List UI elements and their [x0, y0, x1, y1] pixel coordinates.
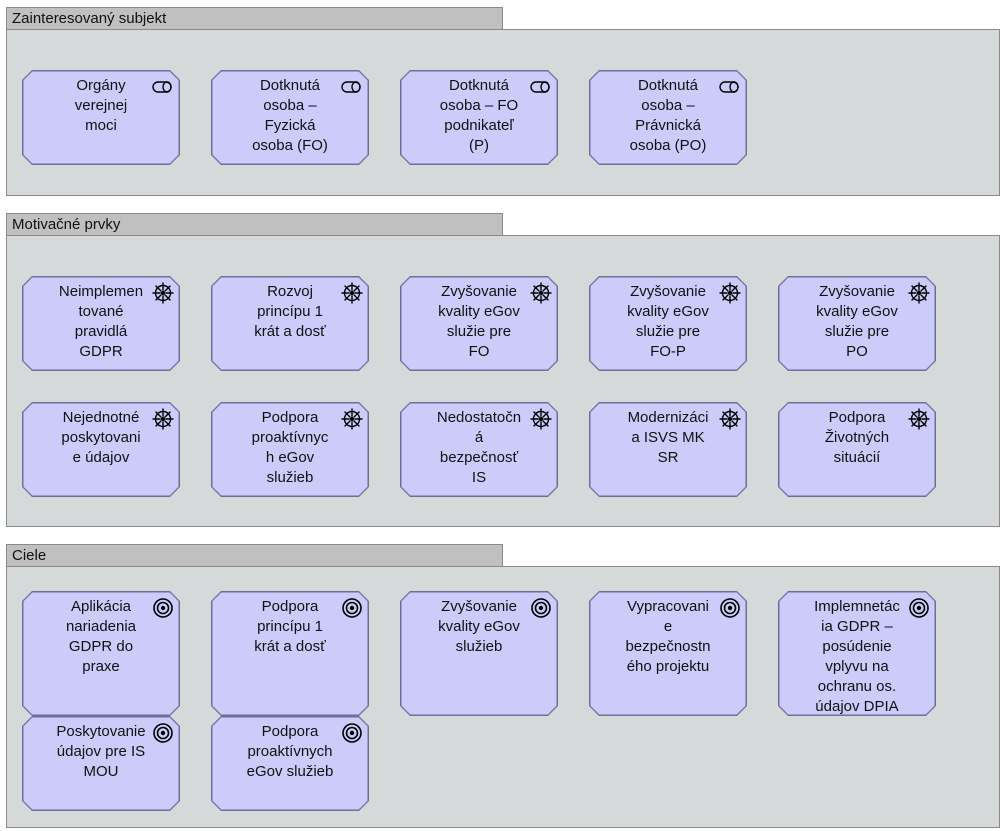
element-label: Zvyšovanie kvality eGov služie pre PO — [816, 283, 898, 360]
driver-element[interactable]: Rozvoj princípu 1 krát a dosť — [211, 276, 369, 371]
driver-icon — [152, 408, 174, 430]
goal-icon — [341, 597, 363, 619]
role-element[interactable]: Dotknutá osoba – FO podnikateľ (P) — [400, 70, 558, 165]
element-label: Podpora proaktívnych eGov služieb — [246, 723, 334, 780]
driver-icon — [908, 282, 930, 304]
role-icon — [530, 76, 552, 98]
element-label: Orgány verejnej moci — [74, 77, 128, 134]
element-label: Nejednotné poskytovani e údajov — [61, 409, 141, 466]
driver-element[interactable]: Modernizáci a ISVS MK SR — [589, 402, 747, 497]
goal-element[interactable]: Vypracovani e bezpečnostn ého projektu — [589, 591, 747, 716]
element-label: Rozvoj princípu 1 krát a dosť — [254, 283, 326, 340]
goal-icon — [530, 597, 552, 619]
element-label: Nedostatočn á bezpečnosť IS — [436, 409, 522, 486]
driver-icon — [530, 282, 552, 304]
driver-element[interactable]: Podpora Životných situácií — [778, 402, 936, 497]
element-label: Implemnetác ia GDPR – posúdenie vplyvu n… — [814, 598, 900, 715]
element-label: Neimplemen tované pravidlá GDPR — [58, 283, 144, 360]
driver-icon — [908, 408, 930, 430]
goal-element[interactable]: Implemnetác ia GDPR – posúdenie vplyvu n… — [778, 591, 936, 716]
driver-icon — [719, 282, 741, 304]
driver-element[interactable]: Podpora proaktívnyc h eGov služieb — [211, 402, 369, 497]
goal-element[interactable]: Podpora princípu 1 krát a dosť — [211, 591, 369, 716]
driver-element[interactable]: Zvyšovanie kvality eGov služie pre FO-P — [589, 276, 747, 371]
driver-icon — [341, 282, 363, 304]
driver-element[interactable]: Nejednotné poskytovani e údajov — [22, 402, 180, 497]
driver-element[interactable]: Zvyšovanie kvality eGov služie pre PO — [778, 276, 936, 371]
goal-icon — [152, 597, 174, 619]
group-title-ciele: Ciele — [6, 544, 503, 566]
goal-element[interactable]: Podpora proaktívnych eGov služieb — [211, 716, 369, 811]
driver-icon — [341, 408, 363, 430]
goal-element[interactable]: Aplikácia nariadenia GDPR do praxe — [22, 591, 180, 716]
element-label: Zvyšovanie kvality eGov služie pre FO — [438, 283, 520, 360]
element-label: Poskytovanie údajov pre IS MOU — [56, 723, 146, 780]
element-label: Vypracovani e bezpečnostn ého projektu — [625, 598, 711, 675]
driver-icon — [152, 282, 174, 304]
group-title-zainteresovany-subjekt: Zainteresovaný subjekt — [6, 7, 503, 29]
driver-icon — [719, 408, 741, 430]
driver-element[interactable]: Neimplemen tované pravidlá GDPR — [22, 276, 180, 371]
role-element[interactable]: Orgány verejnej moci — [22, 70, 180, 165]
goal-icon — [341, 722, 363, 744]
driver-element[interactable]: Nedostatočn á bezpečnosť IS — [400, 402, 558, 497]
driver-icon — [530, 408, 552, 430]
goal-element[interactable]: Zvyšovanie kvality eGov služieb — [400, 591, 558, 716]
element-label: Podpora Životných situácií — [824, 409, 890, 466]
role-element[interactable]: Dotknutá osoba – Právnická osoba (PO) — [589, 70, 747, 165]
element-label: Dotknutá osoba – FO podnikateľ (P) — [439, 77, 519, 154]
goal-icon — [719, 597, 741, 619]
element-label: Modernizáci a ISVS MK SR — [627, 409, 709, 466]
group-title-motivacne-prvky: Motivačné prvky — [6, 213, 503, 235]
driver-element[interactable]: Zvyšovanie kvality eGov služie pre FO — [400, 276, 558, 371]
role-icon — [719, 76, 741, 98]
element-label: Podpora proaktívnyc h eGov služieb — [251, 409, 329, 486]
role-icon — [341, 76, 363, 98]
role-element[interactable]: Dotknutá osoba – Fyzická osoba (FO) — [211, 70, 369, 165]
goal-element[interactable]: Poskytovanie údajov pre IS MOU — [22, 716, 180, 811]
element-label: Dotknutá osoba – Fyzická osoba (FO) — [252, 77, 328, 154]
element-label: Zvyšovanie kvality eGov služie pre FO-P — [627, 283, 709, 360]
goal-icon — [908, 597, 930, 619]
element-label: Dotknutá osoba – Právnická osoba (PO) — [629, 77, 707, 154]
goal-icon — [152, 722, 174, 744]
element-label: Podpora princípu 1 krát a dosť — [254, 598, 326, 655]
role-icon — [152, 76, 174, 98]
element-label: Zvyšovanie kvality eGov služieb — [438, 598, 520, 655]
element-label: Aplikácia nariadenia GDPR do praxe — [65, 598, 137, 675]
